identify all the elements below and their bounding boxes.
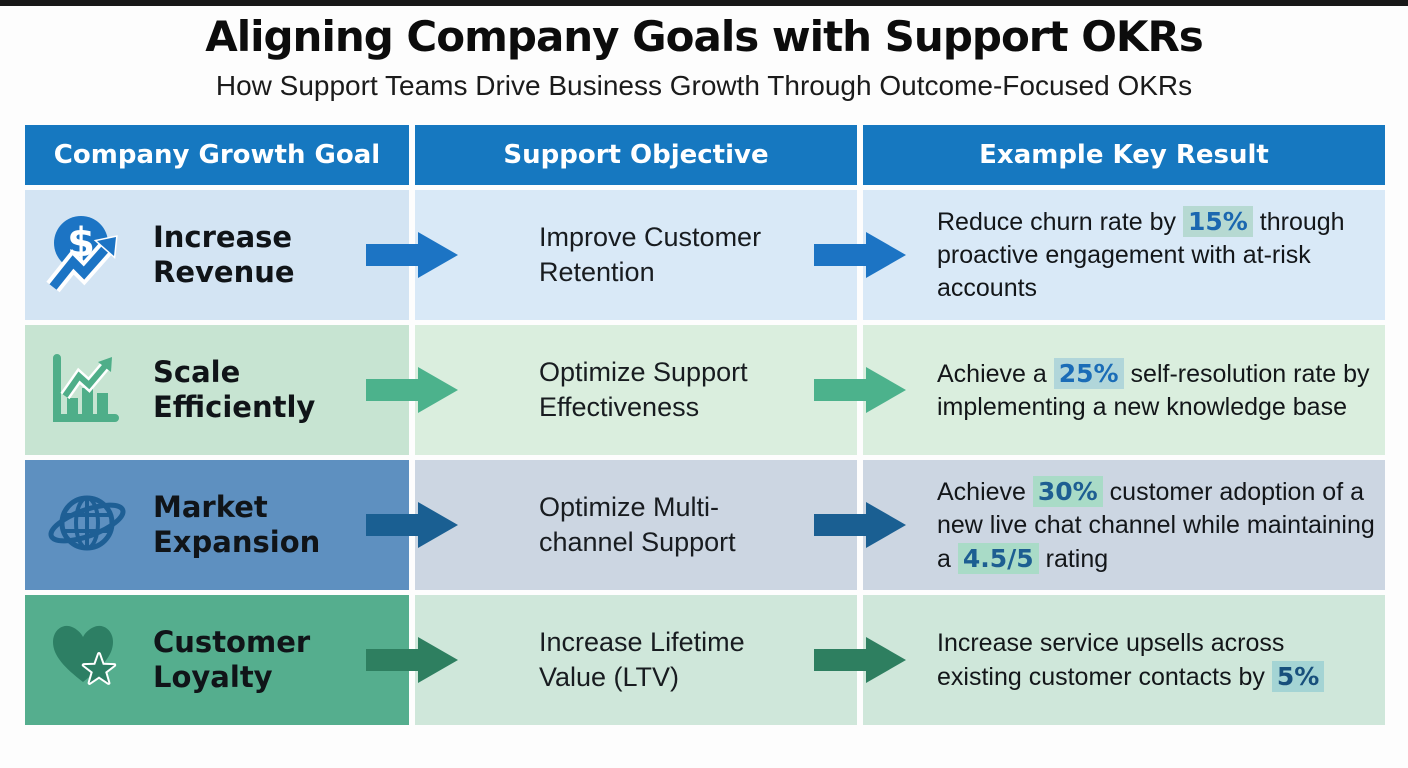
key-result-cell: Achieve a 25% self-resolution rate by im… <box>863 325 1385 455</box>
kr-pre: Achieve <box>937 477 1033 506</box>
bar-chart-growth-icon <box>53 354 119 422</box>
right-arrow-icon <box>814 637 906 683</box>
table-row-customer-loyalty: Customer Loyalty Increase Lifetime Value… <box>25 595 1385 725</box>
objective-cell: Optimize Support Effectiveness <box>415 325 857 455</box>
kr-post: through proactive engagement with at-ris… <box>937 208 1345 302</box>
right-arrow-icon <box>814 502 906 548</box>
right-arrow-icon <box>366 232 458 278</box>
right-arrow-icon <box>366 367 458 413</box>
right-arrow-icon <box>814 367 906 413</box>
goal-label: Scale Efficiently <box>153 355 315 426</box>
kr-highlight-2: 4.5/5 <box>957 542 1039 574</box>
heart-star-icon <box>53 625 117 685</box>
table-row-scale-efficiently: Scale Efficiently Optimize Support Effec… <box>25 325 1385 455</box>
objective-text: Increase Lifetime Value (LTV) <box>539 627 745 692</box>
goal-label: Market Expansion <box>153 490 320 561</box>
kr-post: self-resolution rate by implementing a n… <box>937 359 1370 421</box>
goal-label-line1: Increase <box>153 219 293 254</box>
goal-label-line2: Efficiently <box>153 390 316 424</box>
key-result-cell: Increase service upsells across existing… <box>863 595 1385 725</box>
right-arrow-icon <box>366 637 458 683</box>
goal-label-line2: Loyalty <box>153 660 273 694</box>
kr-pre: Increase service upsells across existing… <box>937 628 1285 691</box>
kr-highlight: 25% <box>1053 357 1124 389</box>
page-title: Aligning Company Goals with Support OKRs <box>205 12 1204 61</box>
key-result-cell: Achieve 30% customer adoption of a new l… <box>863 460 1385 590</box>
goal-cell: $ Increase Revenue <box>25 190 409 320</box>
table-row-market-expansion: Market Expansion Optimize Multi-channel … <box>25 460 1385 590</box>
page-subtitle: How Support Teams Drive Business Growth … <box>215 70 1193 101</box>
kr-post: rating <box>1038 544 1109 573</box>
goal-label-line1: Customer <box>153 624 311 659</box>
goal-cell: Market Expansion <box>25 460 409 590</box>
kr-pre: Achieve a <box>937 359 1054 388</box>
table-header-row: Company Growth Goal Support Objective Ex… <box>25 125 1385 185</box>
objective-cell: Increase Lifetime Value (LTV) <box>415 595 857 725</box>
right-arrow-icon <box>814 232 906 278</box>
objective-cell: Improve Customer Retention <box>415 190 857 320</box>
objective-cell: Optimize Multi-channel Support <box>415 460 857 590</box>
top-edge-bar <box>0 0 1408 6</box>
goal-cell: Scale Efficiently <box>25 325 409 455</box>
okr-alignment-table: Company Growth Goal Support Objective Ex… <box>25 125 1385 730</box>
dollar-growth-icon: $ <box>46 216 118 293</box>
key-result-text: Increase service upsells across existing… <box>937 627 1375 694</box>
goal-label: Increase Revenue <box>153 220 295 291</box>
key-result-text: Achieve a 25% self-resolution rate by im… <box>937 357 1375 424</box>
key-result-text: Achieve 30% customer adoption of a new l… <box>937 475 1375 576</box>
goal-label: Customer Loyalty <box>153 625 310 696</box>
header-support-objective: Support Objective <box>415 125 857 185</box>
goal-label-line1: Market <box>153 489 268 524</box>
kr-highlight: 5% <box>1271 660 1325 692</box>
kr-pre: Reduce churn rate by <box>937 208 1183 236</box>
kr-highlight: 30% <box>1032 475 1103 507</box>
objective-text: Optimize Support Effectiveness <box>539 357 748 422</box>
goal-cell: Customer Loyalty <box>25 595 409 725</box>
right-arrow-icon <box>366 502 458 548</box>
goal-label-line1: Scale <box>153 354 241 389</box>
key-result-text: Reduce churn rate by 15% through proacti… <box>937 205 1375 305</box>
table-row-increase-revenue: $ Increase Revenue Improve Customer Rete… <box>25 190 1385 320</box>
kr-mid: customer adoption of a new live chat cha… <box>937 477 1375 573</box>
goal-label-line2: Revenue <box>153 255 295 289</box>
kr-highlight: 15% <box>1182 206 1253 237</box>
objective-text: Improve Customer Retention <box>539 222 762 287</box>
key-result-cell: Reduce churn rate by 15% through proacti… <box>863 190 1385 320</box>
objective-text: Optimize Multi-channel Support <box>539 492 736 557</box>
globe-orbit-icon <box>48 495 126 551</box>
header-example-key-result: Example Key Result <box>863 125 1385 185</box>
header-company-growth-goal: Company Growth Goal <box>25 125 409 185</box>
goal-label-line2: Expansion <box>153 525 321 559</box>
